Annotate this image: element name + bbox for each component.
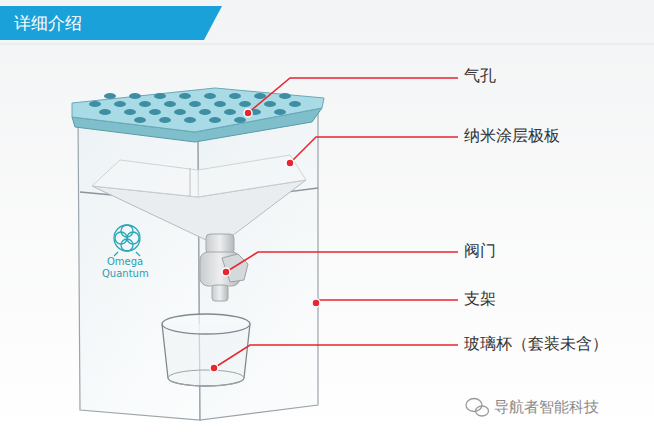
air-hole <box>214 101 226 107</box>
air-hole <box>289 101 301 107</box>
air-hole <box>129 93 141 99</box>
valve-handle <box>222 254 248 282</box>
air-hole <box>159 117 171 123</box>
plate-chamber <box>92 155 306 197</box>
logo-text: Quantum <box>102 268 149 280</box>
air-hole <box>124 109 136 115</box>
watermark: 导航者智能科技 <box>494 397 599 417</box>
air-hole <box>164 101 176 107</box>
air-hole <box>234 117 246 123</box>
air-hole <box>204 93 216 99</box>
part-label: 玻璃杯（套装未含） <box>464 334 608 354</box>
air-hole <box>184 117 196 123</box>
plate <box>190 168 191 196</box>
part-label: 支架 <box>464 289 496 309</box>
glass-cup-base <box>168 370 244 386</box>
air-hole <box>189 101 201 107</box>
air-hole <box>89 101 101 107</box>
part-label: 气孔 <box>464 66 496 86</box>
air-hole <box>229 93 241 99</box>
air-hole <box>149 109 161 115</box>
air-hole <box>239 101 251 107</box>
air-hole <box>99 109 111 115</box>
air-hole <box>154 93 166 99</box>
valve-body <box>206 234 234 254</box>
air-hole <box>264 101 276 107</box>
wechat-icon <box>466 399 489 417</box>
section-title: 详细介绍 <box>14 13 82 33</box>
air-hole <box>199 109 211 115</box>
logo-text: Omega <box>107 256 143 268</box>
air-hole <box>254 93 266 99</box>
air-hole <box>174 109 186 115</box>
air-hole <box>274 109 286 115</box>
valve-spout <box>212 285 228 301</box>
leader-lines <box>214 78 458 368</box>
glass-cup-rim <box>162 314 250 334</box>
section-tab: 详细介绍 <box>0 6 222 40</box>
air-hole <box>139 101 151 107</box>
air-hole <box>209 117 221 123</box>
logo <box>114 225 140 256</box>
header-rule <box>0 44 654 45</box>
leader-dots <box>210 109 320 372</box>
air-hole <box>179 93 191 99</box>
part-label: 纳米涂层极板 <box>464 126 560 146</box>
lid <box>72 88 324 132</box>
air-hole <box>279 93 291 99</box>
air-hole <box>114 101 126 107</box>
part-label: 阀门 <box>464 241 496 261</box>
air-holes <box>89 93 301 123</box>
air-hole <box>104 93 116 99</box>
air-hole <box>224 109 236 115</box>
air-hole <box>134 117 146 123</box>
